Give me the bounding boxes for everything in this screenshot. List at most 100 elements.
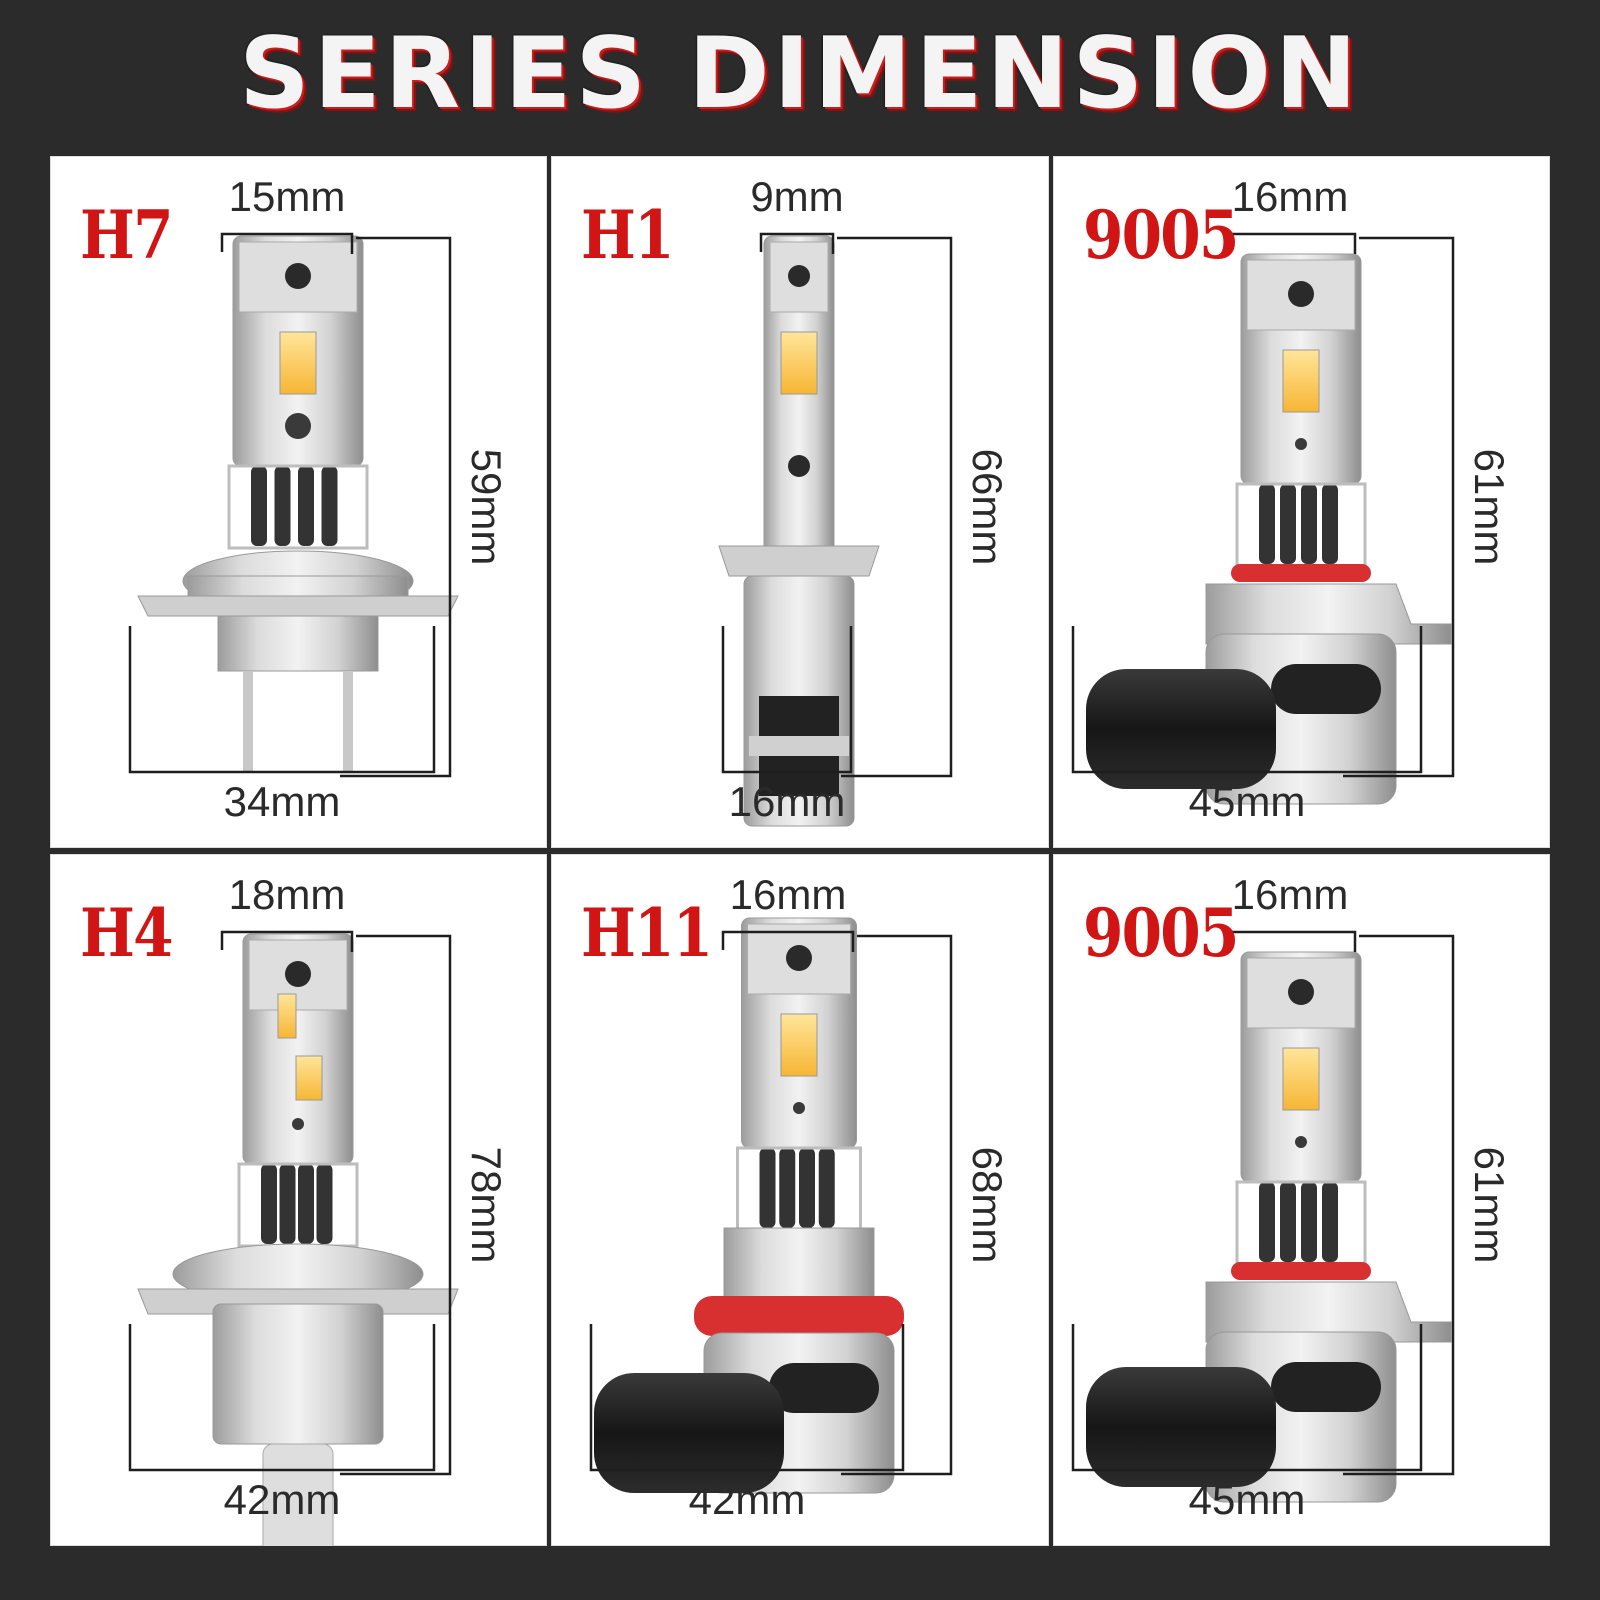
led-chip xyxy=(277,993,297,1039)
bulb-illustration xyxy=(137,933,459,1546)
height-bracket xyxy=(837,236,953,778)
heat-fin xyxy=(1301,484,1317,564)
bulb-illustration xyxy=(718,235,880,827)
heat-fin xyxy=(1322,1182,1338,1262)
heat-fin xyxy=(274,466,291,546)
heat-fin xyxy=(1322,484,1338,564)
screw-icon xyxy=(1295,438,1307,450)
power-plug xyxy=(594,1373,784,1493)
connector-pin xyxy=(243,671,253,771)
screw-icon xyxy=(793,1102,805,1114)
width-bottom-label: 16mm xyxy=(729,778,846,825)
bulb-cap xyxy=(238,241,358,313)
bulb-illustration xyxy=(1086,951,1452,1503)
screw-icon xyxy=(285,263,311,289)
screw-icon xyxy=(788,455,810,477)
led-chip xyxy=(1282,349,1320,413)
mounting-flange xyxy=(137,595,459,617)
height-bracket xyxy=(340,236,452,778)
bulb-illustration xyxy=(1086,253,1452,805)
bulb-base xyxy=(217,615,379,672)
led-chip xyxy=(780,1013,818,1077)
bulb-base xyxy=(212,1303,384,1445)
led-chip xyxy=(279,331,317,395)
width-bottom-label: 42mm xyxy=(689,1476,806,1523)
width-bottom-bracket xyxy=(1071,626,1423,774)
base-window xyxy=(769,1363,879,1413)
power-plug xyxy=(1086,1367,1276,1487)
height-label: 61mm xyxy=(1466,449,1513,566)
width-top-bracket xyxy=(721,930,855,952)
mounting-flange xyxy=(718,545,880,577)
height-bracket xyxy=(1343,236,1455,778)
seal-ring xyxy=(1231,564,1371,582)
heat-fin xyxy=(298,1164,314,1244)
led-chip xyxy=(780,331,818,395)
width-bottom-bracket xyxy=(128,626,436,774)
heat-fin xyxy=(261,1164,277,1244)
heat-fin xyxy=(251,466,267,546)
heat-fin xyxy=(759,1148,776,1228)
bulb-base xyxy=(723,1227,875,1299)
model-label: H4 xyxy=(80,894,174,972)
heat-fin xyxy=(1259,484,1275,564)
model-label: 9005 xyxy=(1083,894,1239,972)
width-top-label: 18mm xyxy=(229,871,346,918)
screw-icon xyxy=(788,265,810,287)
width-bottom-bracket xyxy=(1071,1324,1423,1472)
width-top-bracket xyxy=(1223,232,1357,254)
screw-icon xyxy=(285,413,311,439)
bulb-illustration xyxy=(137,235,459,771)
width-bottom-label: 45mm xyxy=(1189,778,1306,825)
bulb-diagram: 16mm 61mm 45mm xyxy=(1071,173,1513,825)
heat-fin xyxy=(298,466,314,546)
heat-fin xyxy=(1280,1182,1296,1262)
height-label: 61mm xyxy=(1466,1147,1513,1264)
height-label: 68mm xyxy=(964,1147,1011,1264)
model-label: H1 xyxy=(581,196,675,274)
height-label: 59mm xyxy=(463,449,510,566)
heat-fin xyxy=(321,466,338,546)
width-top-bracket xyxy=(220,930,354,952)
page-title: SERIES DIMENSION xyxy=(239,17,1361,131)
width-bottom-label: 34mm xyxy=(224,778,341,825)
width-top-bracket xyxy=(1223,930,1357,952)
connector-pin xyxy=(343,671,353,771)
heat-fin xyxy=(799,1148,815,1228)
width-bottom-bracket xyxy=(128,1324,436,1472)
led-chip xyxy=(295,1055,323,1101)
width-bottom-bracket xyxy=(721,626,853,774)
screw-icon xyxy=(1288,979,1314,1005)
height-label: 78mm xyxy=(463,1147,510,1264)
heat-fin xyxy=(279,1164,296,1244)
width-top-bracket xyxy=(220,232,354,254)
height-bracket xyxy=(1343,934,1455,1476)
screw-icon xyxy=(292,1118,304,1130)
heat-fin xyxy=(1280,484,1296,564)
base-window xyxy=(1271,664,1381,714)
width-top-label: 16mm xyxy=(1232,173,1349,220)
led-chip xyxy=(1282,1047,1320,1111)
height-label: 66mm xyxy=(964,449,1011,566)
width-top-label: 16mm xyxy=(1232,871,1349,918)
model-label: H7 xyxy=(80,196,174,274)
mounting-flange xyxy=(1205,583,1452,645)
screw-icon xyxy=(1288,281,1314,307)
screw-icon xyxy=(285,961,311,987)
model-label: H11 xyxy=(581,894,713,972)
mounting-flange xyxy=(1205,1281,1452,1343)
seal-ring xyxy=(1231,1262,1371,1280)
bulb-illustration xyxy=(594,917,904,1494)
heat-fin xyxy=(316,1164,333,1244)
seal-ring xyxy=(694,1296,904,1336)
